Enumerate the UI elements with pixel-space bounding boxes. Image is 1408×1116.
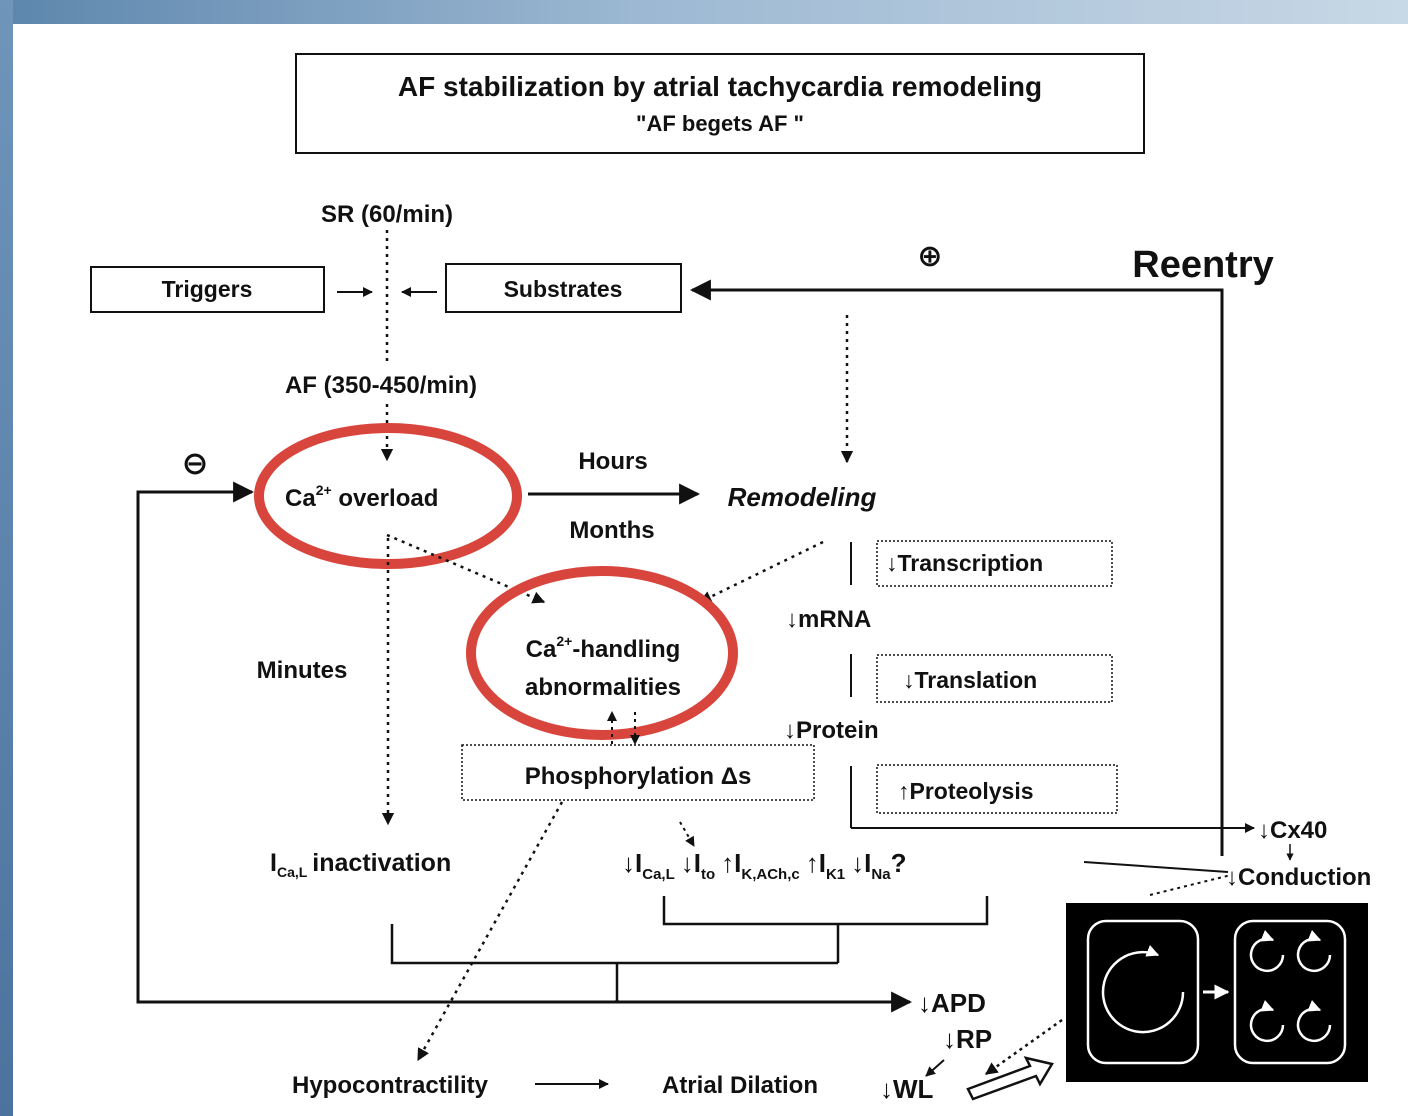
transcription-box: ↓Transcription [876, 540, 1113, 587]
reentry-label: Reentry [1132, 244, 1274, 286]
months-label: Months [569, 517, 654, 544]
ion-currents-label: ↓ICa,L↓Ito↑IK,ACh,c↑IK1↓INa? [622, 848, 906, 883]
ca-handling-highlight-circle [466, 566, 738, 740]
proteolysis-box: ↑Proteolysis [876, 764, 1118, 814]
substrates-box: Substrates [445, 263, 682, 313]
cx40-label: ↓Cx40 [1258, 817, 1327, 844]
ca-overload-label: Ca2+ overload [285, 482, 438, 512]
slide-left-band [0, 0, 13, 1116]
reentry-wavelets-panel [1066, 874, 1368, 1082]
minutes-label: Minutes [257, 657, 348, 684]
conduction-label: ↓Conduction [1226, 864, 1371, 891]
protein-label: ↓Protein [784, 717, 879, 744]
apd-label: ↓APD [918, 988, 986, 1018]
currents-bracket [662, 896, 989, 926]
triggers-box: Triggers [90, 266, 325, 313]
phosphorylation-box: Phosphorylation Δs [461, 744, 815, 801]
rp-to-wl-arrow [925, 1059, 945, 1077]
remodeling-to-handling-arrow [698, 540, 824, 604]
abnormalities-label: abnormalities [525, 674, 681, 701]
phosphorylation-label: Phosphorylation Δs [525, 763, 752, 790]
atrial-dilation-label: Atrial Dilation [662, 1072, 818, 1099]
title-line1: AF stabilization by atrial tachycardia r… [398, 71, 1042, 102]
phospho-to-currents-arrow [679, 821, 695, 847]
positive-feedback-icon: ⊕ [917, 240, 942, 273]
mrna-label: ↓mRNA [786, 606, 871, 633]
proteolysis-label: ↑Proteolysis [898, 778, 1034, 804]
translation-box: ↓Translation [876, 654, 1113, 703]
panel-to-wl-dotted-arrow [984, 1018, 1063, 1076]
negative-feedback-icon: ⊖ [182, 445, 209, 481]
ina-to-conduction-line [1083, 861, 1229, 873]
sr-label: SR (60/min) [321, 201, 453, 228]
phospho-to-hypocontractility-arrow [416, 801, 564, 1062]
remodeling-label: Remodeling [728, 482, 877, 512]
wl-to-reentry-hollow-arrow [966, 1056, 1054, 1101]
title-line2: "AF begets AF " [636, 111, 804, 136]
ca-handling-label: Ca2+-handling [526, 633, 681, 663]
title-box: AF stabilization by atrial tachycardia r… [295, 53, 1145, 154]
translation-label: ↓Translation [903, 667, 1037, 693]
transcription-label: ↓Transcription [886, 550, 1043, 576]
wl-label: ↓WL [880, 1074, 934, 1104]
triggers-label: Triggers [162, 276, 253, 302]
slide-top-band [0, 0, 1408, 24]
conduction-to-panel-dotted [1149, 874, 1232, 896]
substrates-label: Substrates [504, 276, 623, 302]
hours-label: Hours [578, 448, 647, 475]
combined-bracket [390, 924, 838, 965]
hypocontractility-label: Hypocontractility [292, 1072, 489, 1099]
rp-label: ↓RP [943, 1024, 992, 1054]
reentry-to-substrates-arrow [689, 279, 1224, 856]
af-label: AF (350-450/min) [285, 372, 477, 399]
